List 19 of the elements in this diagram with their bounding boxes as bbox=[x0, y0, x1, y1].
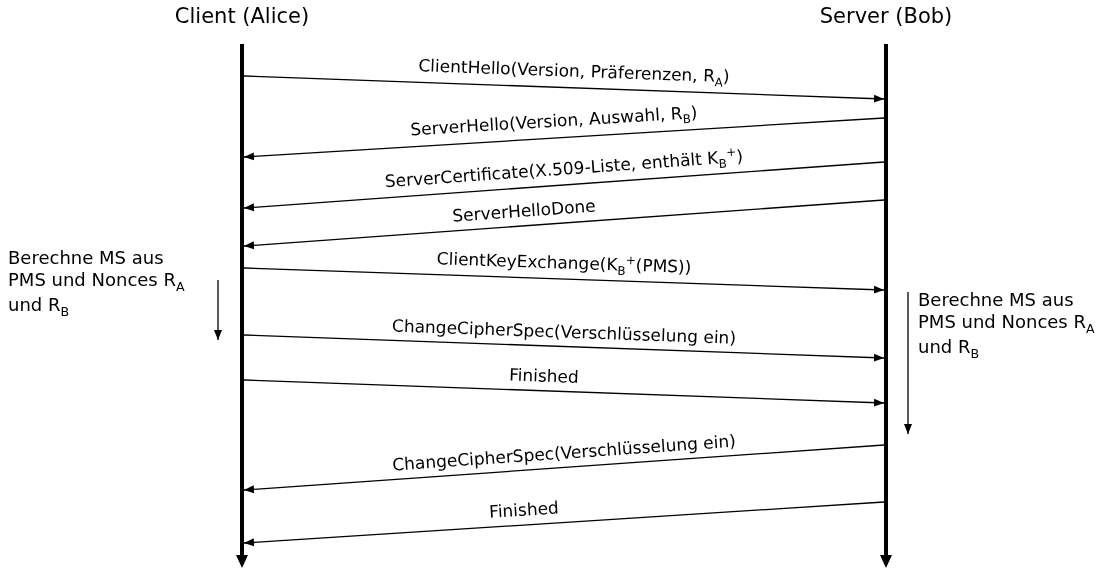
note-text: Berechne MS aus PMS und Nonces R$_{A}$ und R$_{B}$ bbox=[8, 247, 186, 319]
message-arrow bbox=[243, 161, 885, 212]
edge-label: ServerHelloDone bbox=[451, 196, 597, 226]
participant-name: Server (Bob) bbox=[819, 4, 953, 28]
message-arrow bbox=[243, 75, 885, 103]
edge-label: ChangeCipherSpec(Verschlüsselung ein) bbox=[391, 316, 737, 347]
message-arrow bbox=[243, 501, 885, 547]
edge-label: Finished bbox=[488, 498, 560, 522]
note-text: Berechne MS aus PMS und Nonces R$_{A}$ und R$_{B}$ bbox=[918, 289, 1096, 361]
message-arrow bbox=[243, 267, 885, 294]
message-arrow bbox=[243, 444, 885, 494]
message-arrow bbox=[243, 199, 885, 250]
message-arrow bbox=[243, 117, 885, 161]
message-arrow bbox=[243, 334, 885, 362]
edge-label: Finished bbox=[508, 365, 580, 387]
edge-label: ClientHello(Version, Präferenzen, R$_{A}$) bbox=[417, 56, 731, 90]
edge-label: ClientKeyExchange(K$_{B}$$^{+}$(PMS)) bbox=[436, 247, 692, 281]
message-arrow bbox=[243, 379, 885, 407]
participant-name: Client (Alice) bbox=[174, 4, 310, 28]
